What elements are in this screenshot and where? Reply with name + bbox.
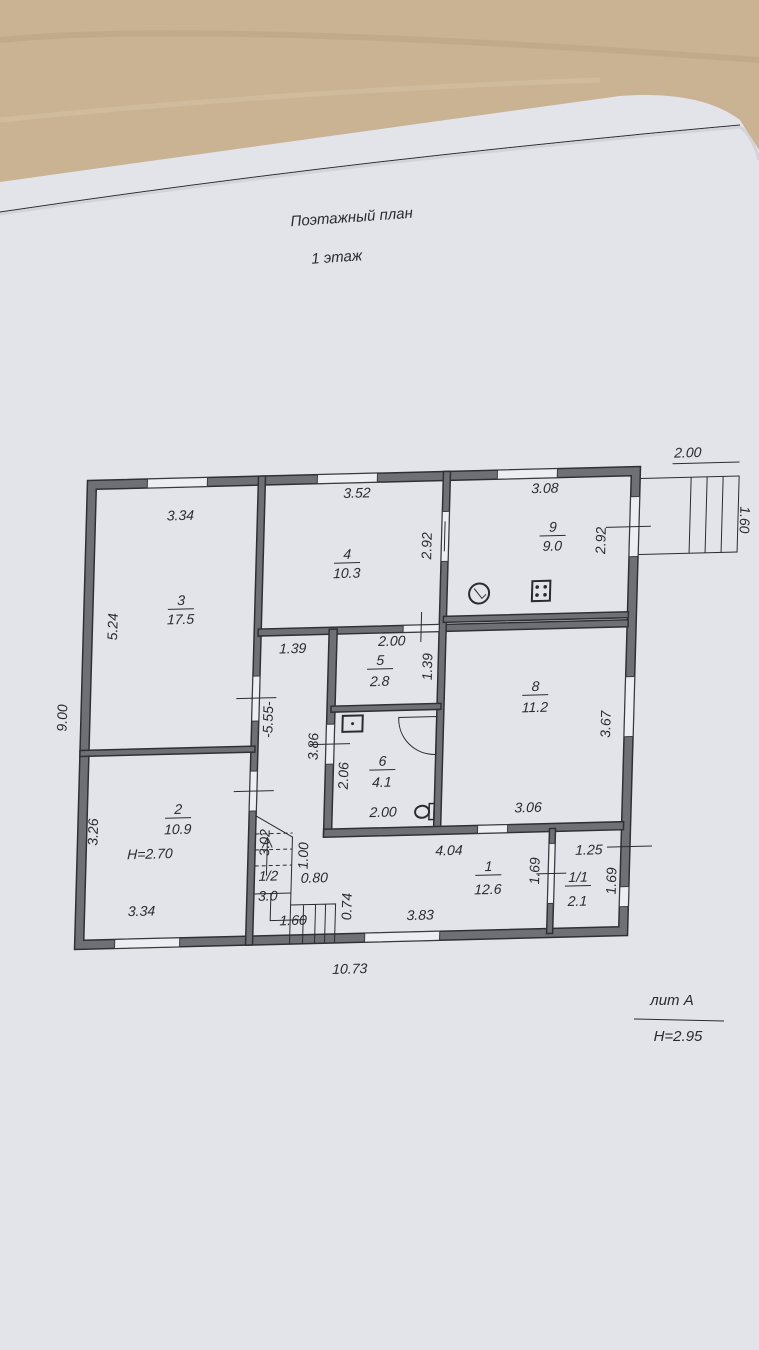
paper-sheet — [0, 95, 759, 1350]
svg-text:лит А: лит А — [649, 992, 693, 1009]
room-5: 5 2.8 — [367, 652, 394, 690]
svg-text:1.00: 1.00 — [295, 842, 312, 870]
svg-text:3.26: 3.26 — [84, 818, 101, 846]
room-1: 1 12.6 — [474, 858, 502, 898]
svg-text:10.3: 10.3 — [333, 565, 361, 582]
svg-text:2.06: 2.06 — [335, 762, 352, 791]
room-1-2: 1/2 3.0 — [258, 867, 279, 903]
svg-text:1.69: 1.69 — [526, 857, 543, 885]
svg-text:1.39: 1.39 — [279, 640, 307, 657]
svg-text:10.73: 10.73 — [332, 960, 368, 977]
sink-icon — [341, 714, 364, 733]
svg-text:1.69: 1.69 — [603, 867, 620, 895]
stairs — [253, 815, 337, 945]
svg-text:0.80: 0.80 — [300, 869, 328, 886]
svg-text:10.9: 10.9 — [164, 821, 192, 838]
svg-text:5: 5 — [376, 652, 384, 668]
svg-text:2: 2 — [173, 801, 182, 817]
svg-text:2.00: 2.00 — [368, 803, 397, 820]
svg-text:1.25: 1.25 — [575, 841, 603, 858]
svg-text:3.86: 3.86 — [305, 733, 322, 761]
svg-text:-5.55-: -5.55- — [259, 701, 276, 738]
svg-text:2.00: 2.00 — [377, 632, 406, 649]
dimensions: 3.34 5.24 3.52 2.92 3.08 2.92 2.00 1.39 … — [54, 444, 754, 977]
svg-text:9.0: 9.0 — [542, 537, 562, 553]
svg-text:1.39: 1.39 — [419, 653, 436, 681]
door-marks — [233, 521, 652, 875]
svg-text:H=2.70: H=2.70 — [127, 845, 173, 862]
svg-text:9.00: 9.00 — [54, 704, 71, 732]
svg-text:3.52: 3.52 — [343, 484, 371, 501]
svg-text:4.04: 4.04 — [435, 842, 463, 859]
stove-icon — [530, 579, 552, 603]
svg-text:2.00: 2.00 — [673, 444, 702, 461]
svg-text:17.5: 17.5 — [167, 611, 195, 628]
svg-text:1/1: 1/1 — [568, 869, 588, 885]
room-9: 9 9.0 — [539, 519, 566, 554]
svg-text:3.06: 3.06 — [514, 799, 542, 816]
room-1-1: 1/1 2.1 — [564, 869, 591, 910]
shower-icon — [398, 715, 438, 755]
outer-walls — [73, 465, 642, 951]
room-8: 8 11.2 — [522, 678, 549, 716]
svg-text:11.2: 11.2 — [522, 699, 549, 716]
floor-label: 1 этаж — [311, 247, 364, 268]
svg-text:4: 4 — [343, 546, 351, 562]
svg-text:2.1: 2.1 — [567, 893, 588, 910]
building-legend: лит А H=2.95 — [633, 992, 725, 1045]
room-2: 2 10.9 H=2.70 — [127, 801, 192, 862]
svg-text:0.74: 0.74 — [338, 893, 355, 921]
svg-text:1.60: 1.60 — [279, 912, 307, 929]
svg-text:3.0: 3.0 — [258, 887, 278, 903]
svg-text:8: 8 — [531, 678, 539, 694]
room-3: 3 17.5 — [167, 592, 195, 628]
svg-text:3.83: 3.83 — [406, 906, 434, 923]
room-4: 4 10.3 — [333, 546, 361, 582]
boiler-icon — [468, 582, 491, 605]
svg-text:1/2: 1/2 — [258, 867, 278, 883]
svg-text:3.67: 3.67 — [597, 709, 614, 738]
svg-text:3: 3 — [177, 592, 185, 608]
svg-text:2.8: 2.8 — [369, 673, 390, 690]
porch-length-label: 1.60 — [737, 506, 754, 534]
svg-text:6: 6 — [378, 753, 386, 769]
svg-text:2.92: 2.92 — [592, 526, 609, 555]
svg-text:4.1: 4.1 — [372, 774, 392, 790]
svg-text:2.92: 2.92 — [418, 532, 435, 561]
svg-text:5.24: 5.24 — [104, 613, 121, 641]
svg-text:1: 1 — [484, 858, 492, 874]
floor-plan: 3 17.5 4 10.3 9 9.0 5 2.8 6 4.1 8 11.2 — [54, 444, 754, 977]
svg-text:3.02: 3.02 — [256, 829, 273, 857]
svg-text:3.08: 3.08 — [531, 480, 559, 497]
svg-text:3.34: 3.34 — [167, 507, 195, 524]
toilet-icon — [414, 802, 436, 821]
svg-text:9: 9 — [549, 519, 557, 535]
svg-text:H=2.95: H=2.95 — [654, 1028, 703, 1045]
room-6: 6 4.1 — [369, 753, 396, 790]
svg-text:12.6: 12.6 — [474, 881, 502, 898]
svg-text:3.34: 3.34 — [128, 902, 156, 919]
